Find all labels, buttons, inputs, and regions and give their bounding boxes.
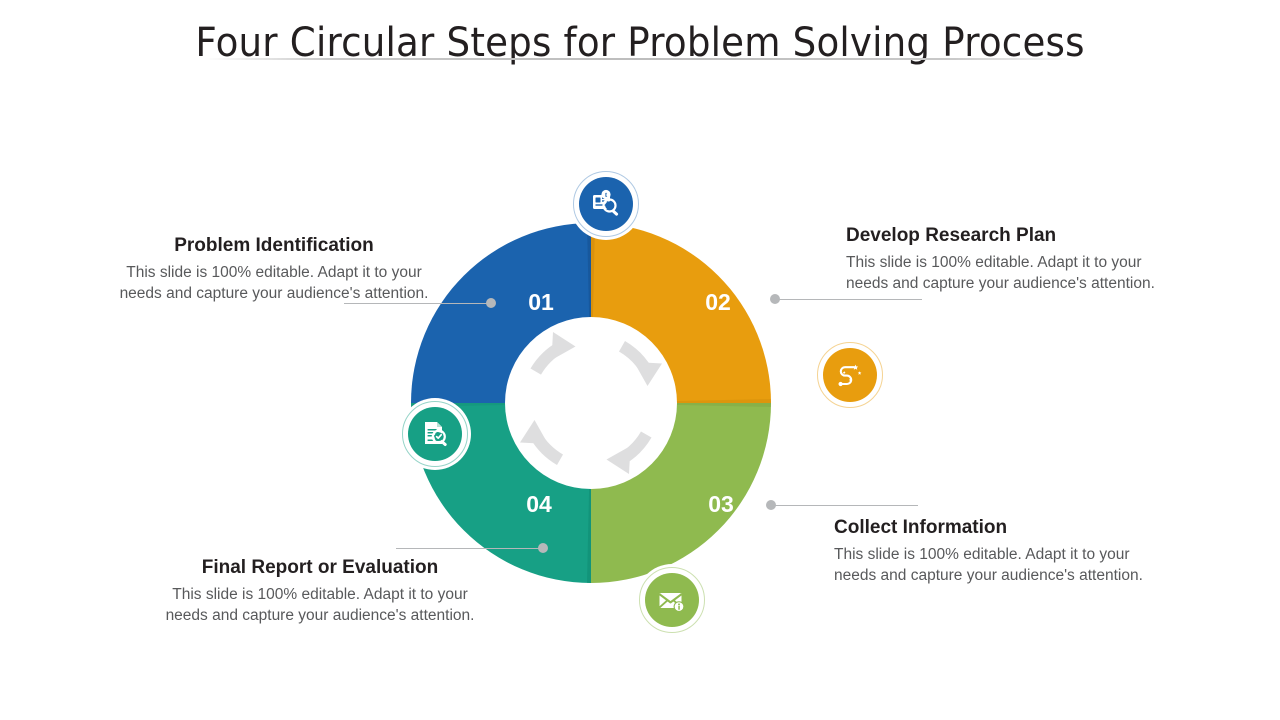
segment-number-01: 01 xyxy=(528,289,554,315)
connector-03 xyxy=(766,500,918,510)
badge-ring xyxy=(817,342,883,408)
step-01-description: This slide is 100% editable. Adapt it to… xyxy=(119,264,429,302)
donut-chart-svg: 01 02 03 04 xyxy=(411,223,771,583)
envelope-info-icon xyxy=(658,593,685,612)
segment-number-02: 02 xyxy=(705,289,731,315)
badge-disc: t xyxy=(579,177,633,231)
connector-dot xyxy=(538,543,548,553)
step-03-icon-badge[interactable] xyxy=(636,564,708,636)
badge-disc xyxy=(408,407,462,461)
document-check-icon xyxy=(425,422,447,447)
step-01-icon-badge[interactable]: t xyxy=(570,168,642,240)
badge-ring xyxy=(402,401,468,467)
step-01-heading: Problem Identification xyxy=(174,235,374,256)
title-divider xyxy=(205,58,1077,60)
step-03-text-block: Collect Information This slide is 100% e… xyxy=(834,516,1170,586)
page-title: Four Circular Steps for Problem Solving … xyxy=(195,20,1085,66)
badge-disc xyxy=(645,573,699,627)
connector-04 xyxy=(396,543,548,553)
cyclic-arrows-icon xyxy=(520,332,662,474)
step-03-heading: Collect Information xyxy=(834,517,1008,538)
step-04-heading: Final Report or Evaluation xyxy=(201,557,439,578)
segment-number-03: 03 xyxy=(708,491,734,517)
connector-dot xyxy=(770,294,780,304)
connector-dot xyxy=(486,298,496,308)
connector-line xyxy=(775,504,918,506)
step-04-icon-badge[interactable] xyxy=(399,398,471,470)
step-02-description: This slide is 100% editable. Adapt it to… xyxy=(846,254,1155,292)
connector-02 xyxy=(770,294,922,304)
connector-line xyxy=(396,547,539,549)
segment-number-04: 04 xyxy=(526,491,552,517)
step-04-text-block: Final Report or Evaluation This slide is… xyxy=(160,556,480,626)
step-02-icon-badge[interactable] xyxy=(814,339,886,411)
badge-ring xyxy=(573,171,639,237)
title-block: Four Circular Steps for Problem Solving … xyxy=(0,18,1280,68)
connector-line xyxy=(779,298,922,300)
svg-text:t: t xyxy=(605,191,608,199)
badge-ring xyxy=(639,567,705,633)
step-03-description: This slide is 100% editable. Adapt it to… xyxy=(834,546,1143,584)
step-02-text-block: Develop Research Plan This slide is 100%… xyxy=(846,224,1176,294)
step-02-heading: Develop Research Plan xyxy=(846,225,1057,246)
connector-01 xyxy=(344,298,496,308)
badge-disc xyxy=(823,348,877,402)
document-magnifier-icon: t xyxy=(593,189,619,216)
step-01-text-block: Problem Identification This slide is 100… xyxy=(118,234,430,304)
donut-center-hub xyxy=(505,317,677,489)
connector-line xyxy=(344,302,487,304)
roadmap-strategy-icon xyxy=(838,364,862,387)
donut-chart: 01 02 03 04 xyxy=(391,203,791,603)
step-04-description: This slide is 100% editable. Adapt it to… xyxy=(165,586,475,624)
connector-dot xyxy=(766,500,776,510)
